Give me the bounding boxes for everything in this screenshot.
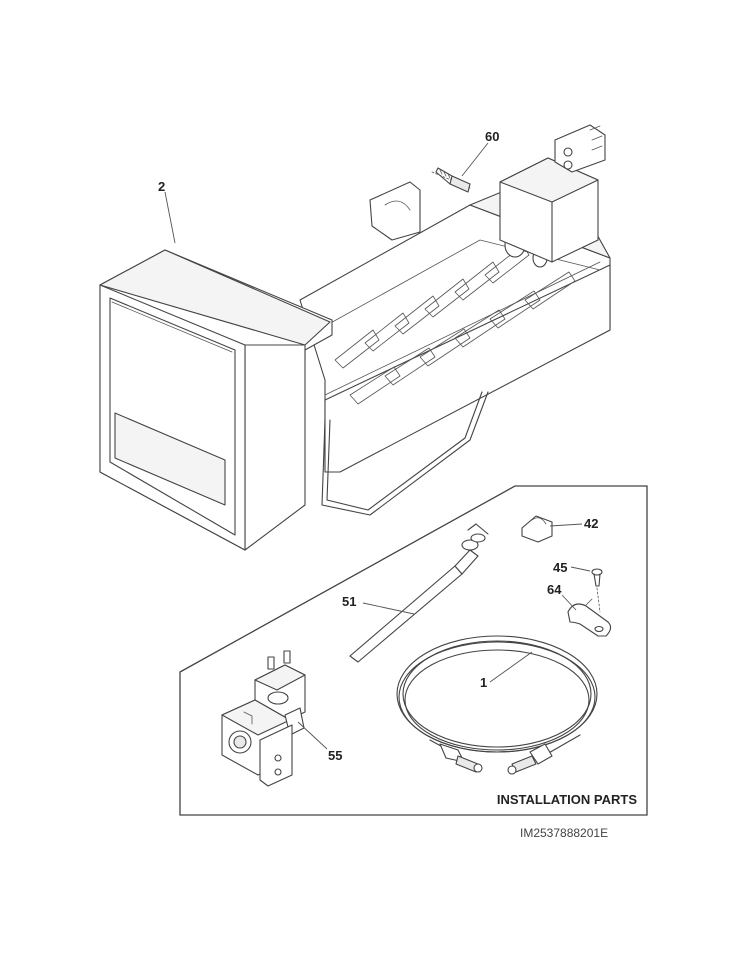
callout-1: 1 (480, 675, 487, 690)
tube-insert-icon (349, 523, 489, 663)
installation-parts-caption: INSTALLATION PARTS (497, 792, 637, 807)
small-screw-icon (591, 568, 603, 613)
installation-parts-box (179, 485, 648, 816)
leader-60 (461, 142, 489, 177)
leader-64 (561, 594, 577, 611)
leader-45 (570, 566, 591, 572)
leader-42 (549, 523, 583, 527)
callout-64: 64 (547, 582, 562, 597)
ice-maker-assembly-icon (99, 124, 611, 551)
callout-60: 60 (485, 129, 499, 144)
leader-2 (164, 191, 176, 244)
callout-45: 45 (553, 560, 567, 575)
leader-51 (362, 602, 415, 615)
callout-55: 55 (328, 748, 342, 763)
callout-2: 2 (158, 179, 165, 194)
water-valve-icon (221, 650, 306, 787)
clamp-icon (521, 515, 553, 543)
callout-51: 51 (342, 594, 356, 609)
callout-42: 42 (584, 516, 598, 531)
leader-55 (297, 721, 328, 750)
leader-1 (489, 651, 533, 683)
screw-icon (431, 167, 471, 193)
water-line-kit-icon (396, 635, 598, 775)
figure-id: IM2537888201E (520, 826, 608, 840)
bracket-icon (567, 598, 612, 637)
